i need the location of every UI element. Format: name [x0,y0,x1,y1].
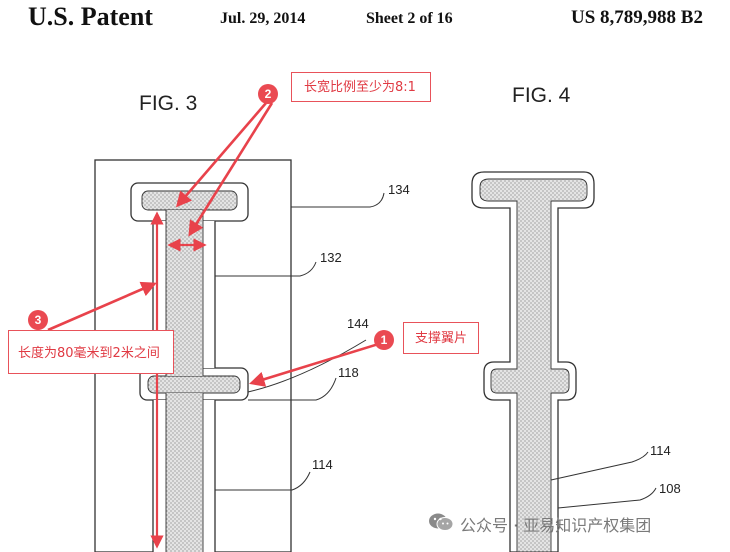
ref-108: 108 [659,481,681,496]
fig4-leaders [550,451,657,509]
annotation-callout-1: 支撑翼片 [403,322,479,354]
watermark-text: 公众号 · 亚易知识产权集团 [460,516,652,535]
fig4-drawing [471,171,595,552]
ref-118: 118 [338,365,359,380]
annotation-badge-2: 2 [258,84,278,104]
patent-number: US 8,789,988 B2 [571,7,703,28]
ref-114-fig3: 114 [312,457,333,472]
patent-brand: U.S. Patent [28,2,153,31]
annotation-callout-2: 长宽比例至少为8:1 [291,72,431,102]
watermark: 公众号 · 亚易知识产权集团 [428,512,651,536]
ref-134: 134 [388,182,410,197]
ref-114-fig4: 114 [650,443,671,458]
arrow-2a [175,102,267,208]
arrow-2b [188,102,274,237]
annotation-callout-3: 长度为80毫米到2米之间 [8,330,174,374]
ref-132: 132 [320,250,342,265]
ref-144: 144 [347,316,369,331]
annotation-arrows [47,102,386,549]
patent-date: Jul. 29, 2014 [220,10,306,27]
sheet-indicator: Sheet 2 of 16 [366,10,453,27]
fig4-label: FIG. 4 [512,84,571,107]
arrow-1 [249,340,386,387]
annotation-badge-1: 1 [374,330,394,350]
fig3-label: FIG. 3 [139,92,198,115]
annotation-badge-3: 3 [28,310,48,330]
wechat-icon [428,512,454,536]
fig3-leaders [215,192,385,491]
arrow-3 [47,281,157,332]
